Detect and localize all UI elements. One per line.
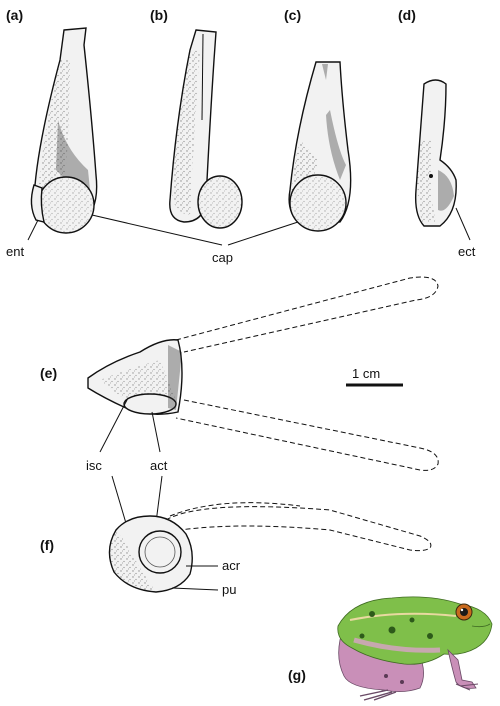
annotation-isc: isc — [86, 458, 102, 473]
annotation-ent: ent — [6, 244, 24, 259]
annotation-pu: pu — [222, 582, 236, 597]
panel-label-d: (d) — [398, 7, 416, 23]
pelvis-view-f — [108, 502, 432, 593]
panel-label-e: (e) — [40, 365, 57, 381]
humerus-view-c — [288, 61, 352, 232]
humerus-view-a — [30, 27, 98, 234]
panel-label-f: (f) — [40, 537, 54, 553]
leader-lines-lower — [171, 565, 219, 591]
annotation-act: act — [150, 458, 168, 473]
frog-illustration — [337, 596, 493, 701]
panel-label-b: (b) — [150, 7, 168, 23]
annotation-cap: cap — [212, 250, 233, 265]
leader-lines-upper — [27, 207, 471, 246]
humerus-view-d — [414, 79, 457, 227]
humerus-view-b — [169, 29, 243, 229]
annotation-ect: ect — [458, 244, 476, 259]
panel-label-c: (c) — [284, 7, 301, 23]
annotation-acr: acr — [222, 558, 241, 573]
panel-label-a: (a) — [6, 7, 23, 23]
pelvis-view-e — [87, 276, 439, 471]
panel-label-g: (g) — [288, 667, 306, 683]
scale-bar-label: 1 cm — [352, 366, 380, 381]
